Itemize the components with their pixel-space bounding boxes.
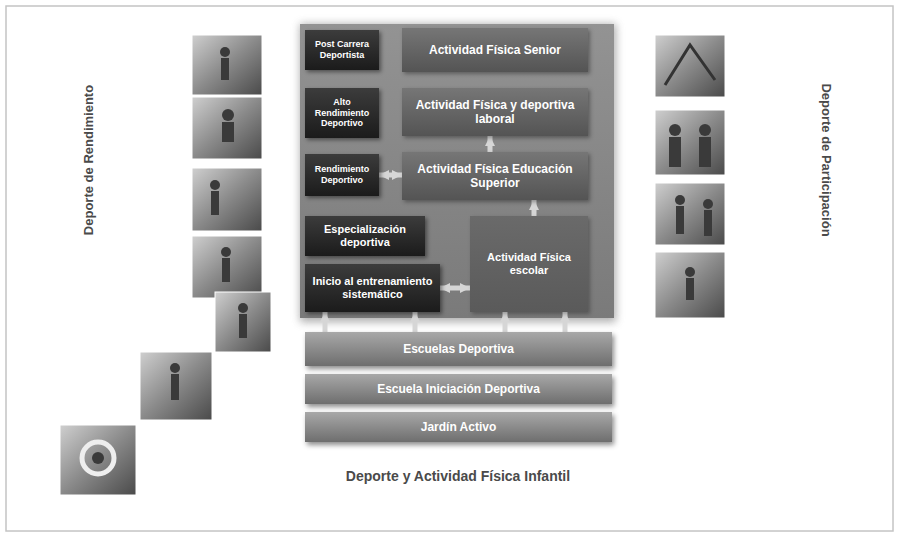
participation-stage-box: Actividad Física y deportiva laboral bbox=[402, 88, 588, 136]
stage-label: Especialización deportiva bbox=[309, 223, 421, 249]
career-stage-box: Alto Rendimiento Deportivo bbox=[305, 88, 379, 138]
block-arrow bbox=[532, 200, 537, 216]
stage-label: Inicio al entrenamiento sistemático bbox=[309, 275, 436, 301]
side-axis-label: Deporte de Participación bbox=[819, 83, 834, 236]
photo-column-right bbox=[655, 35, 725, 318]
stage-label: Escuela Iniciación Deportiva bbox=[309, 382, 608, 396]
stage-label: Actividad Física y deportiva laboral bbox=[406, 98, 584, 127]
career-stage-box: Especialización deportiva bbox=[305, 216, 425, 256]
stage-label: Actividad Física Educación Superior bbox=[406, 162, 584, 191]
base-stage-band: Escuelas Deportiva bbox=[305, 332, 612, 366]
block-arrow bbox=[323, 312, 328, 332]
career-stage-box: Rendimiento Deportivo bbox=[305, 154, 379, 196]
photo-figures-left bbox=[82, 47, 248, 474]
stage-label: Alto Rendimiento Deportivo bbox=[309, 97, 375, 129]
block-arrow bbox=[440, 286, 470, 291]
block-arrow bbox=[413, 312, 418, 332]
backdrop bbox=[300, 24, 614, 318]
participation-region: Actividad Física escolar bbox=[470, 216, 588, 312]
participation-stage-box: Actividad Física Educación Superior bbox=[402, 152, 588, 200]
photo-column-left bbox=[60, 35, 271, 495]
stage-label: Actividad Física escolar bbox=[474, 251, 584, 277]
photo-figures-right bbox=[665, 45, 715, 300]
block-arrow bbox=[488, 136, 493, 152]
bottom-axis-label: Deporte y Actividad Física Infantil bbox=[346, 468, 570, 484]
stage-label: Escuelas Deportiva bbox=[309, 342, 608, 356]
stage-label: Post Carrera Deportista bbox=[309, 39, 375, 61]
backdrop-shadow bbox=[300, 24, 616, 322]
block-arrow bbox=[563, 312, 568, 332]
stage-label: Actividad Física Senior bbox=[406, 43, 584, 57]
base-stage-band: Jardín Activo bbox=[305, 412, 612, 442]
side-axis-label: Deporte de Rendimiento bbox=[81, 85, 96, 235]
career-stage-box: Inicio al entrenamiento sistemático bbox=[305, 264, 440, 312]
block-arrow bbox=[379, 173, 402, 178]
stage-label: Jardín Activo bbox=[309, 420, 608, 434]
block-arrow bbox=[503, 312, 508, 332]
base-stage-band: Escuela Iniciación Deportiva bbox=[305, 374, 612, 404]
career-stage-box: Post Carrera Deportista bbox=[305, 30, 379, 70]
frame bbox=[6, 6, 893, 531]
participation-stage-box: Actividad Física Senior bbox=[402, 28, 588, 72]
stage-label: Rendimiento Deportivo bbox=[309, 164, 375, 186]
